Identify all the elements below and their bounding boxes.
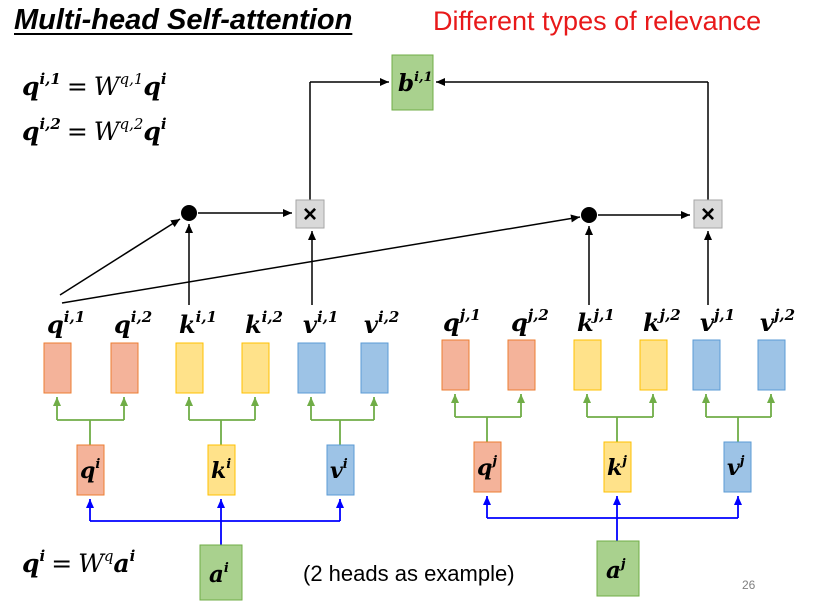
attention-arrows [59,209,712,305]
label-v-i: vi [330,457,348,484]
label-q-i: qi [80,457,100,484]
label-k-j2: kj,2 [643,306,681,337]
label-v-j1: vj,1 [700,306,735,337]
split-arrows [53,394,775,445]
dot-product-node-2 [581,207,597,223]
mid-vectors-j: qj kj vj [473,441,752,493]
vector-v-i [326,444,355,496]
vector-k-i1 [175,342,204,394]
vector-q-j [473,441,502,493]
label-k-i: ki [211,457,231,484]
vector-k-j2 [639,339,668,391]
equation-qi1: qi,1=Wq,1qi [22,70,167,101]
page-number: 26 [742,578,756,592]
multiply-box-2 [693,199,723,229]
vector-v-j [723,441,752,493]
output-b-label: bi,1 [398,70,433,97]
dot-product-node-1 [181,205,197,221]
head-labels-j: qj,1 qj,2 kj,1 kj,2 vj,1 vj,2 [443,306,795,337]
label-q-j1: qj,1 [443,306,481,337]
multiply-symbol-1: × [303,201,317,228]
vector-q-i2 [110,342,139,394]
vector-q-i1 [43,342,72,394]
vector-k-j1 [573,339,602,391]
input-a-j-box [596,540,640,597]
vector-v-i2 [360,342,389,394]
example-note: (2 heads as example) [303,561,515,586]
mid-vectors-i: qi ki vi [76,444,355,496]
input-a-j-label: aj [606,557,626,584]
vector-q-j1 [441,339,470,391]
input-a-i-label: ai [209,561,229,588]
label-q-j: qj [477,454,497,481]
label-v-j2: vj,2 [760,306,795,337]
vector-q-i [76,444,105,496]
vector-k-j [603,441,632,493]
label-v-i2: vi,2 [364,308,399,339]
equation-qi: qi=Wqai [22,547,136,578]
vector-q-j2 [507,339,536,391]
label-v-j: vj [727,454,745,481]
head-labels-i: qi,1 qi,2 ki,1 ki,2 vi,1 vi,2 [47,308,399,339]
label-q-j2: qj,2 [511,306,549,337]
slide-subtitle: Different types of relevance [433,6,762,36]
output-b-box [391,54,434,111]
vector-k-i [207,444,236,496]
label-q-i2: qi,2 [114,308,152,339]
vector-v-i1 [297,342,326,394]
label-k-i1: ki,1 [179,308,217,339]
vector-v-j1 [692,339,721,391]
multiply-symbol-2: × [701,201,715,228]
input-a-i-box [199,544,243,601]
slide-title: Multi-head Self-attention [14,4,353,36]
label-k-i2: ki,2 [245,308,283,339]
head-vectors-i [43,342,389,394]
vector-k-i2 [241,342,270,394]
multiply-box-1 [295,199,325,229]
head-vectors-j [441,339,786,391]
equation-qi2: qi,2=Wq,2qi [22,115,167,146]
output-connectors [309,78,709,200]
label-v-i1: vi,1 [303,308,338,339]
label-k-j1: kj,1 [577,306,615,337]
input-arrows [86,496,742,545]
label-k-j: kj [607,454,627,481]
label-q-i1: qi,1 [47,308,85,339]
vector-v-j2 [757,339,786,391]
